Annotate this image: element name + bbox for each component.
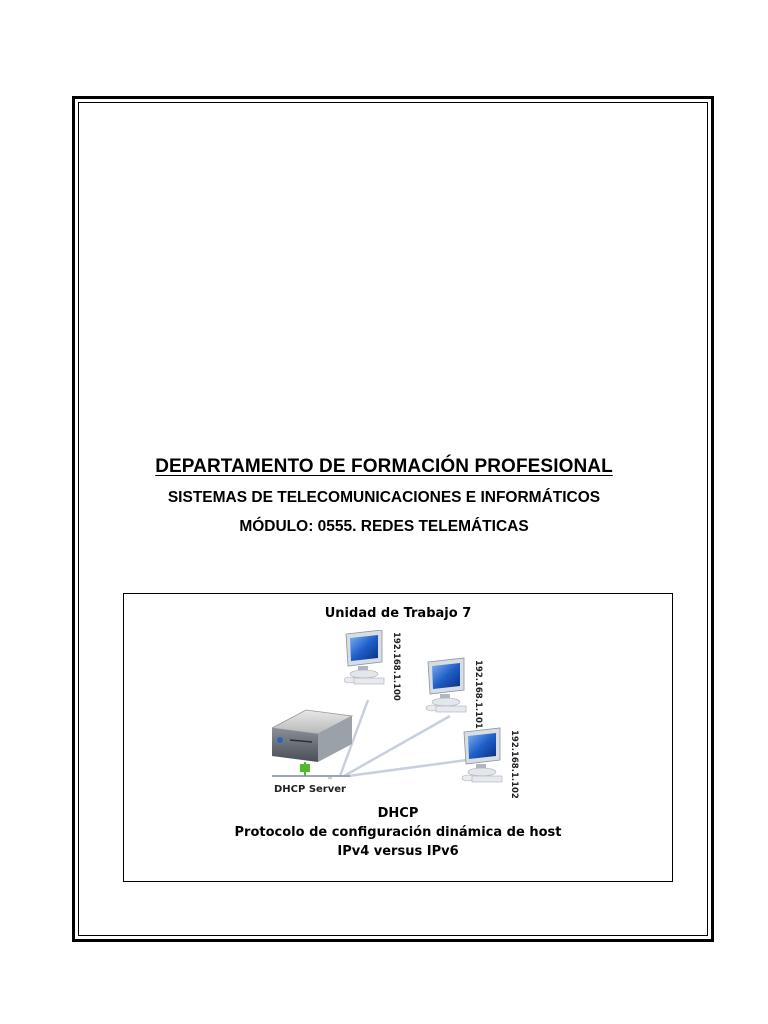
- dhcp-network-diagram: 192.168.1.100 192.168.1.101 192.168.1.10…: [272, 630, 519, 799]
- program-title: SISTEMAS DE TELECOMUNICACIONES E INFORMÁ…: [167, 489, 601, 506]
- link-line: [347, 756, 483, 778]
- server-label: DHCP Server: [274, 784, 346, 795]
- module-title: MÓDULO: 0555. REDES TELEMÁTICAS: [239, 518, 529, 535]
- caption-protocol-name: DHCP: [377, 806, 419, 821]
- unit-title: Unidad de Trabajo 7: [324, 606, 472, 621]
- host-ip-label: 192.168.1.102: [509, 730, 519, 799]
- page-border-outer: [72, 96, 714, 942]
- caption-ip-versions: IPv4 versus IPv6: [337, 844, 459, 859]
- page-border-inner: [78, 102, 708, 936]
- computer-icon: [461, 727, 503, 783]
- link-line: [338, 699, 370, 777]
- host-ip-label: 192.168.1.100: [391, 632, 401, 701]
- department-title: DEPARTAMENTO DE FORMACIÓN PROFESIONAL: [155, 456, 613, 477]
- cover-illustration-box: Unidad de Trabajo 7: [123, 593, 673, 882]
- computer-icon: [425, 657, 467, 713]
- computer-icon: [343, 630, 385, 685]
- link-line: [343, 714, 451, 778]
- host-ip-label: 192.168.1.101: [473, 660, 483, 729]
- caption-protocol-description: Protocolo de configuración dinámica de h…: [234, 825, 562, 840]
- server-icon: [272, 709, 354, 776]
